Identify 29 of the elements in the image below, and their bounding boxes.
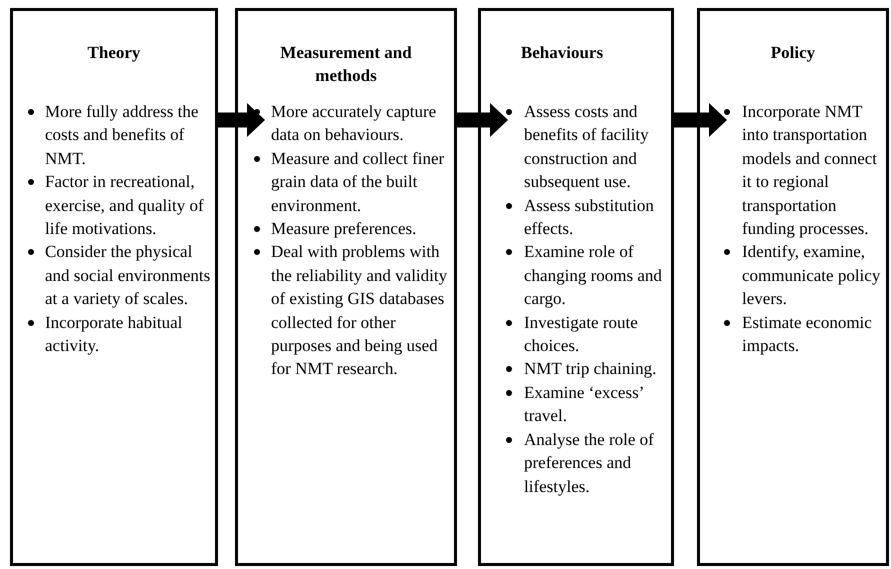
bullet-text: Assess substitution effects. [524,194,655,240]
column-heading: Policy [770,42,816,64]
bullet-text: Examine role of changing rooms and cargo. [524,241,663,310]
bullet-text: Measure and collect finer grain data of the built environment. [271,148,446,217]
column-heading: Theory [86,42,142,64]
bullet-text: Investigate route choices. [524,312,639,358]
bullet-text: Analyse the role of preferences and lifestyles. [524,428,655,498]
bullet-text: Identify, examine, communicate policy levers. [742,241,882,310]
bullet-text: Measure preferences. [271,218,418,240]
bullet-text: Incorporate NMT into transportation models and connect it to regional transportation funding processes. [742,101,878,240]
column-box [478,8,674,566]
column-heading: Measurement and methods [279,42,413,87]
bullet-text: Assess costs and benefits of facility construction and subsequent use. [524,101,650,194]
column-box [235,8,457,566]
bullet-text: NMT trip chaining. [524,358,658,380]
bullet-text: Factor in recreational, exercise, and quality of life motivations. [45,171,205,240]
column-box [697,8,889,566]
bullet-text: More accurately capture data on behaviours. [271,101,438,146]
bullet-text: More fully address the costs and benefits of NMT. [45,101,200,170]
bullet-text: Incorporate habitual activity. [45,312,184,358]
bullet-text: Consider the physical and social environments at a variety of scales. [45,241,212,310]
bullet-text: Estimate economic impacts. [742,312,873,358]
bullet-text: Examine ‘excess’ travel. [524,382,644,428]
block-arrow [674,103,727,137]
column-box [10,8,218,566]
block-arrow [218,103,265,137]
column-heading: Behaviours [520,42,604,64]
bullet-text: Deal with problems with the reliability and validity of existing GIS databases collected for other purposes and being used for NMT research. [271,241,448,380]
block-arrow [457,103,508,137]
